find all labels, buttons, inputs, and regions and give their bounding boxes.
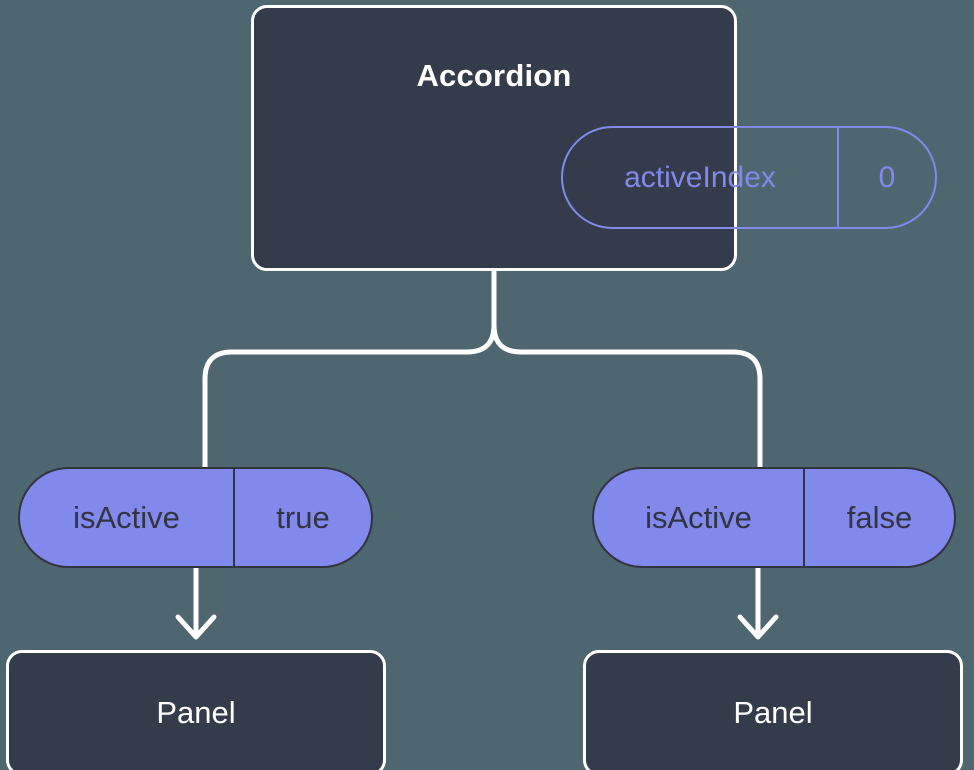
panel-component-card-left[interactable]: Panel (6, 650, 386, 770)
arrow-down-icon-right (737, 568, 779, 640)
prop-pill-key: activeIndex (624, 160, 776, 194)
prop-pill-value: 0 (837, 128, 935, 227)
prop-pill-value: true (233, 469, 371, 566)
arrow-down-icon-left (175, 568, 217, 640)
prop-pill-key: isActive (73, 499, 180, 535)
panel-title: Panel (156, 695, 236, 730)
tree-branch-connector (202, 268, 497, 470)
prop-pill-key: isActive (645, 499, 752, 535)
accordion-component-card[interactable]: Accordion activeIndex 0 (251, 5, 937, 271)
prop-pill-is-active-false[interactable]: isActive false (592, 467, 956, 568)
panel-title: Panel (733, 695, 813, 730)
tree-branch-connector-right (491, 268, 763, 470)
prop-pill-active-index[interactable]: activeIndex 0 (561, 126, 937, 229)
accordion-title: Accordion (416, 58, 572, 93)
panel-component-card-right[interactable]: Panel (583, 650, 963, 770)
prop-pill-is-active-true[interactable]: isActive true (18, 467, 373, 568)
prop-pill-value: false (803, 469, 954, 566)
